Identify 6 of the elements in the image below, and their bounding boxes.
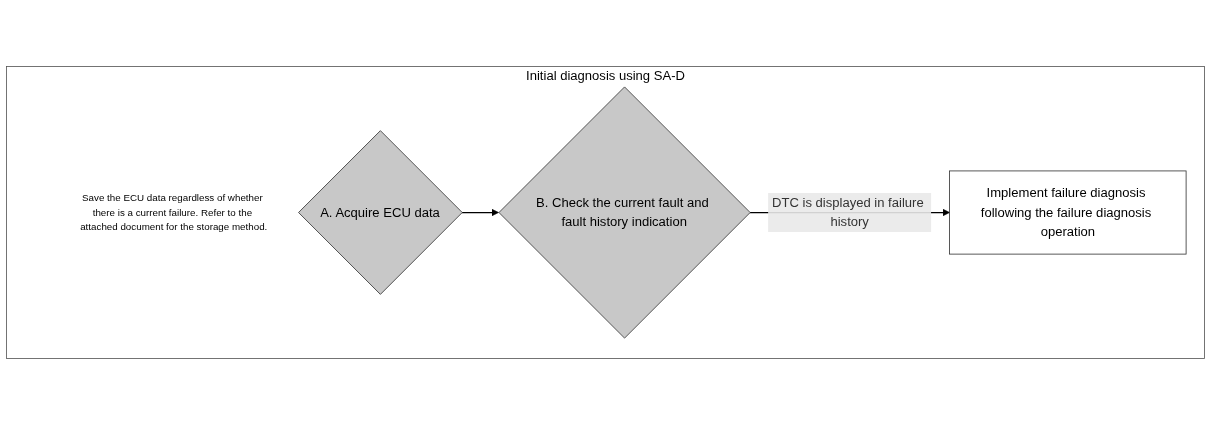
node-label: Save the ECU data regardless of whether there is a current failure. Refer to the attached document for the storage method. [80,192,268,233]
node-diamond: B. Check the current fault and fault history indication [498,86,751,339]
edge-label: DTC is displayed in failure history [772,195,924,229]
node-diamond: A. Acquire ECU data [298,130,463,295]
arrow [461,208,499,217]
node-box: Implement failure diagnosis following the failure diagnosis operation [949,170,1187,255]
